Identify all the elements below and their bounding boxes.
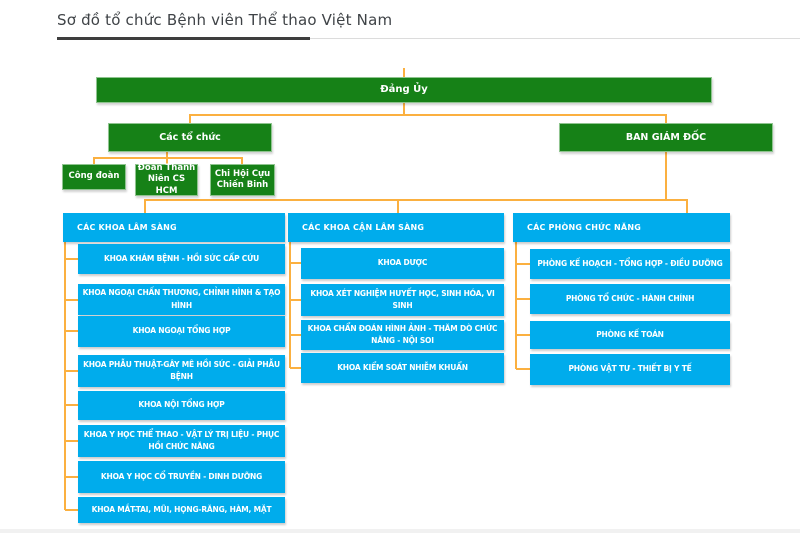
org-box-chi-hoi-cuu-chien-binh: Chi Hội Cựu Chiến Binh [210,164,275,196]
department-box: KHOA KIỂM SOÁT NHIỄM KHUẨN [301,353,504,383]
org-box-cong-doan: Công đoàn [62,164,126,190]
connector-column-1 [64,242,78,511]
connector-groups-to-orgs [93,152,243,164]
department-box: PHÒNG KẾ HOẠCH - TỔNG HỢP - ĐIỀU DƯỠNG [530,249,730,279]
connector-column-3 [515,242,530,370]
title-underline [57,37,310,40]
column-header-khoa-can-lam-sang: CÁC KHOA CẬN LÂM SÀNG [288,213,504,242]
column-header-khoa-lam-sang: CÁC KHOA LÂM SÀNG [63,213,285,242]
page-bottom-divider [0,529,800,533]
department-box: KHOA MẮT-TAI, MŨI, HỌNG-RĂNG, HÀM, MẶT [78,497,285,523]
department-box: KHOA XÉT NGHIỆM HUYẾT HỌC, SINH HÓA, VI … [301,284,504,316]
department-box: PHÒNG VẬT TƯ - THIẾT BỊ Y TẾ [530,354,730,385]
department-box: PHÒNG TỔ CHỨC - HÀNH CHÍNH [530,284,730,314]
connector-root-to-level2 [189,103,667,123]
department-box: KHOA NỘI TỔNG HỢP [78,391,285,420]
connector-column-2 [289,242,301,369]
connector-board-to-columns [144,152,688,213]
org-box-cac-to-chuc: Các tổ chức [108,123,272,152]
department-box: KHOA NGOẠI TỔNG HỢP [78,316,285,347]
column-header-phong-chuc-nang: CÁC PHÒNG CHỨC NĂNG [513,213,730,242]
title-underline-extension [310,38,800,39]
department-box: KHOA Y HỌC CỔ TRUYỀN - DINH DƯỠNG [78,461,285,493]
department-box: KHOA PHẪU THUẬT-GÂY MÊ HỒI SỨC - GIẢI PH… [78,355,285,387]
department-box: KHOA KHÁM BỆNH - HỒI SỨC CẤP CỨU [78,244,285,274]
department-box: KHOA DƯỢC [301,248,504,279]
org-box-dang-uy: Đảng Ủy [96,77,712,103]
org-box-doan-thanh-nien: Đoàn Thanh Niên CS HCM [135,163,198,196]
org-box-ban-giam-doc: BAN GIÁM ĐỐC [559,123,773,152]
department-box: KHOA NGOẠI CHẤN THƯƠNG, CHỈNH HÌNH & TẠO… [78,284,285,315]
department-box: KHOA Y HỌC THỂ THAO - VẬT LÝ TRỊ LIỆU - … [78,425,285,457]
page-title: Sơ đồ tổ chức Bệnh viên Thể thao Việt Na… [57,11,393,29]
department-box: PHÒNG KẾ TOÁN [530,321,730,349]
department-box: KHOA CHẨN ĐOÁN HÌNH ẢNH - THĂM DÒ CHỨC N… [301,320,504,350]
